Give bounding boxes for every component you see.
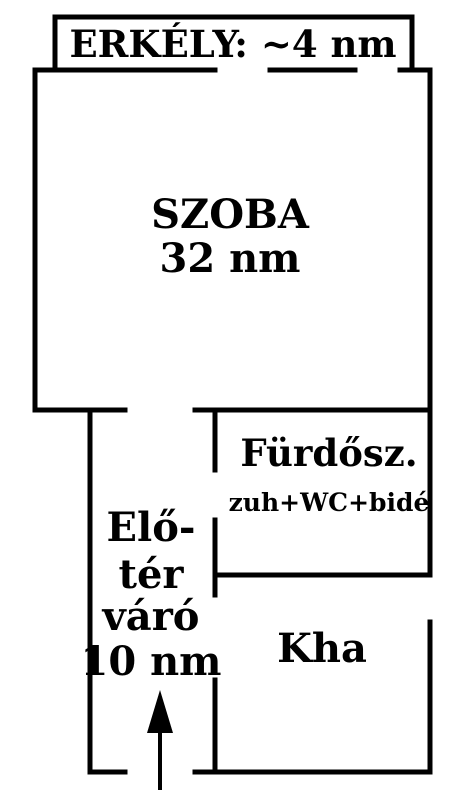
hall-label-line1: Elő-: [107, 504, 196, 551]
room-area: 32 nm: [160, 235, 301, 282]
room-walls: [32, 67, 433, 775]
entrance-arrow-icon: [147, 690, 173, 790]
hall-area: 10 nm: [81, 638, 222, 685]
room-name: SZOBA: [151, 191, 310, 238]
balcony-label: ERKÉLY: ~4 nm: [69, 22, 396, 66]
balcony-wall: [52, 14, 415, 73]
bathroom-name: Fürdősz.: [240, 431, 417, 475]
bathroom-fixtures: zuh+WC+bidé: [229, 488, 430, 517]
interior-walls: [87, 407, 433, 775]
hall-label-line2: tér: [119, 551, 185, 598]
kitchen-name: Kha: [277, 625, 367, 672]
balcony: ERKÉLY: ~4 nm: [52, 14, 415, 73]
hall-label-line3: váró: [102, 593, 200, 640]
